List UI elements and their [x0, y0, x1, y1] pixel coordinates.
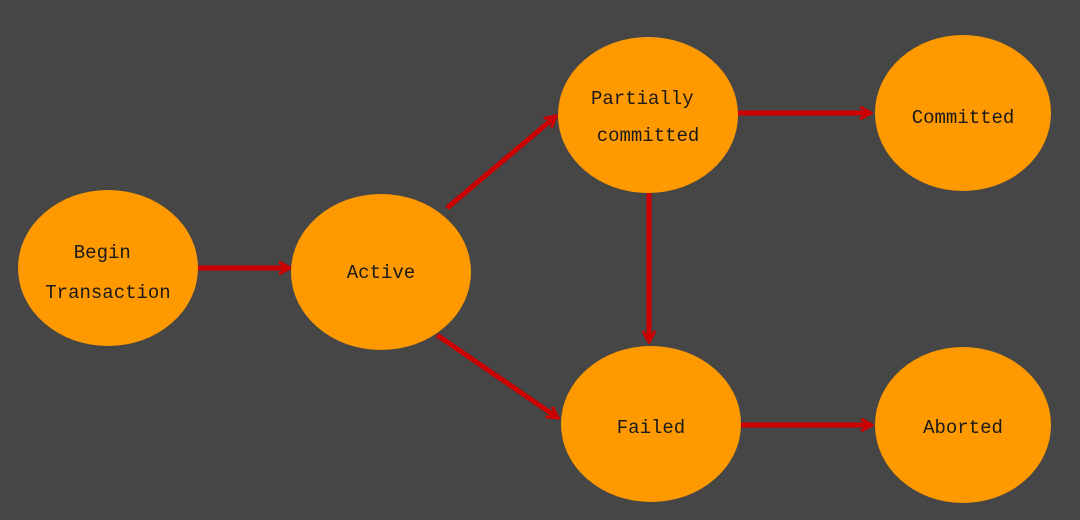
- node-begin-transaction: Begin Transaction: [18, 190, 198, 346]
- node-partially-committed-label-line-1: Partially: [591, 88, 694, 110]
- node-begin-transaction-label-line-1: Begin: [74, 242, 131, 264]
- node-committed-shape: [875, 35, 1051, 191]
- svg-text:Committed: Committed: [912, 107, 1015, 129]
- svg-text:Aborted: Aborted: [923, 417, 1003, 439]
- node-active-label: Active: [347, 262, 415, 284]
- node-failed-shape: [561, 346, 741, 502]
- edge-active-to-partially-committed: [445, 116, 556, 210]
- svg-text:Failed: Failed: [617, 417, 685, 439]
- svg-text:Begin Transaction: Begin Transaction: [45, 242, 170, 304]
- node-begin-transaction-label-line-2: Transaction: [45, 282, 170, 304]
- node-active-shape: [291, 194, 471, 350]
- svg-text:Active: Active: [347, 262, 415, 284]
- node-partially-committed-label-line-2: committed: [597, 125, 700, 147]
- node-committed-label: Committed: [912, 107, 1015, 129]
- node-active: Active: [291, 194, 471, 350]
- node-partially-committed: Partially committed: [558, 37, 738, 193]
- node-aborted-label: Aborted: [923, 417, 1003, 439]
- node-aborted-shape: [875, 347, 1051, 503]
- node-failed: Failed: [561, 346, 741, 502]
- node-committed: Committed: [875, 35, 1051, 191]
- node-begin-transaction-shape: [18, 190, 198, 346]
- svg-text:Partially committed: Partially committed: [591, 88, 705, 147]
- node-aborted: Aborted: [875, 347, 1051, 503]
- edges: [198, 113, 872, 425]
- edge-active-to-failed: [435, 332, 558, 421]
- node-failed-label: Failed: [617, 417, 685, 439]
- node-partially-committed-shape: [558, 37, 738, 193]
